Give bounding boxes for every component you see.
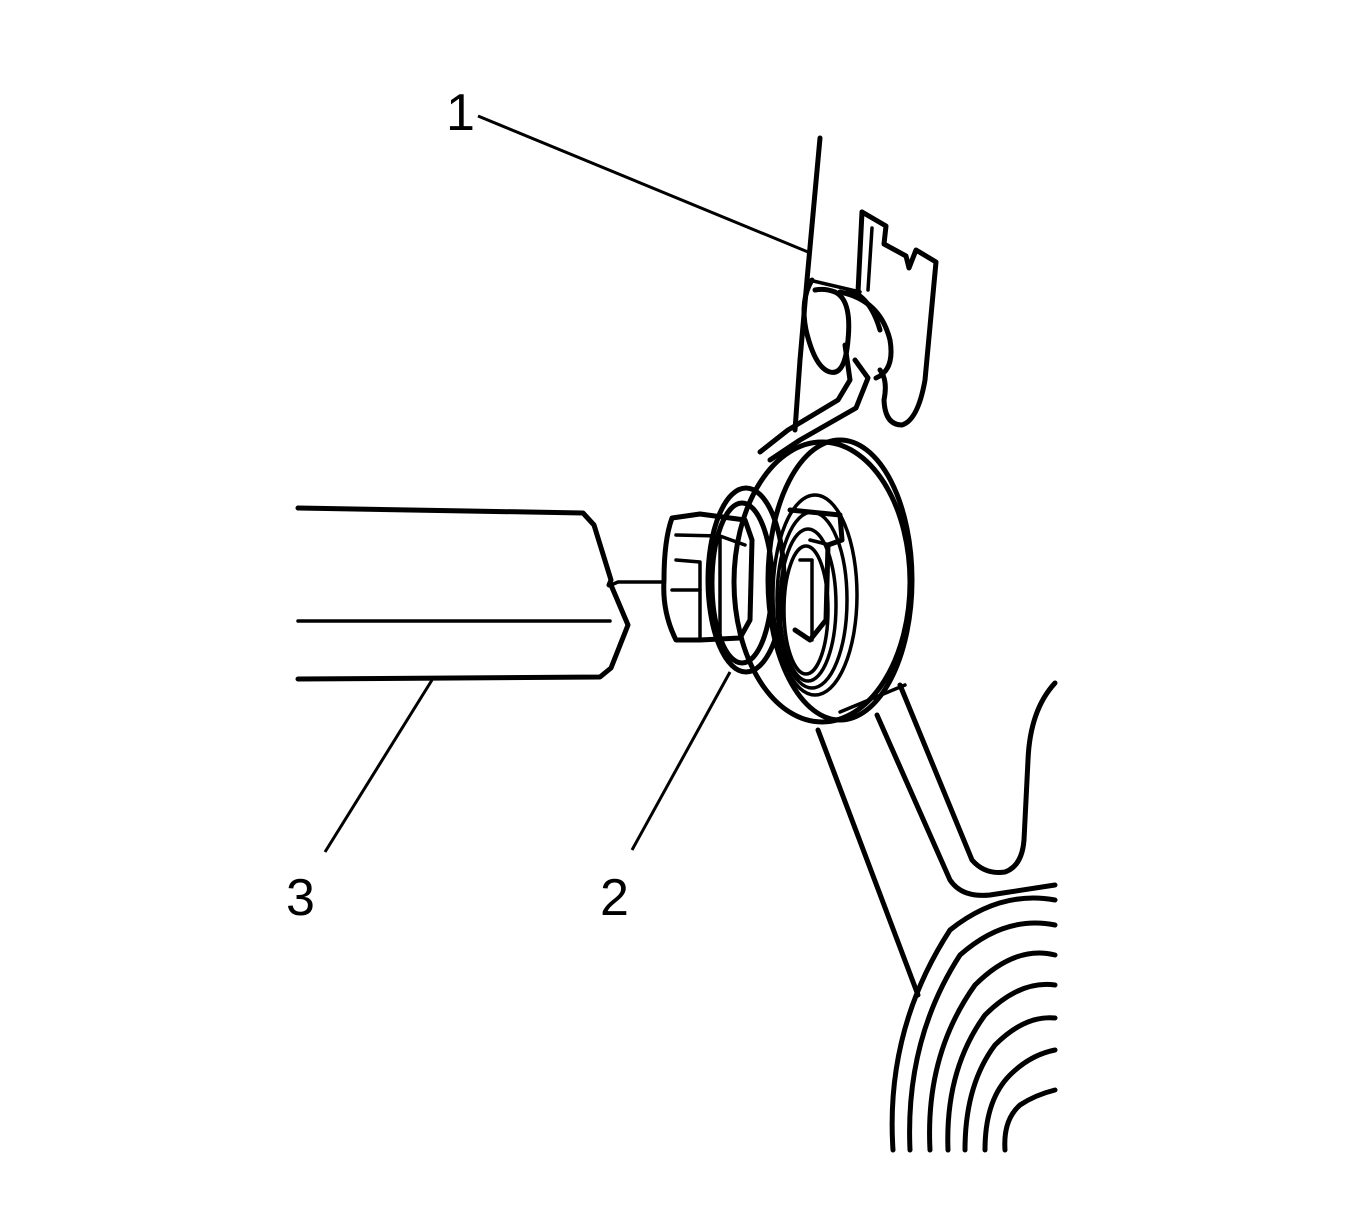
leader-line-3 bbox=[323, 679, 434, 853]
callout-1: 1 bbox=[446, 84, 475, 142]
callout-labels: 1 2 3 bbox=[286, 84, 629, 927]
washer-part-2 bbox=[705, 485, 787, 675]
bracket-frame bbox=[792, 135, 939, 433]
lower-arm bbox=[815, 680, 1058, 998]
tool-part-3 bbox=[295, 505, 666, 682]
lower-coil-spring bbox=[889, 895, 1058, 1153]
shaft-end bbox=[661, 511, 755, 643]
leader-line-1 bbox=[477, 114, 809, 254]
leader-line-2 bbox=[630, 671, 732, 851]
leader-lines bbox=[323, 114, 809, 853]
callout-3: 3 bbox=[286, 869, 315, 927]
spring-arm bbox=[757, 342, 871, 463]
coil-spring bbox=[731, 437, 915, 725]
callout-2: 2 bbox=[600, 869, 629, 927]
coil-shaft bbox=[787, 507, 845, 643]
